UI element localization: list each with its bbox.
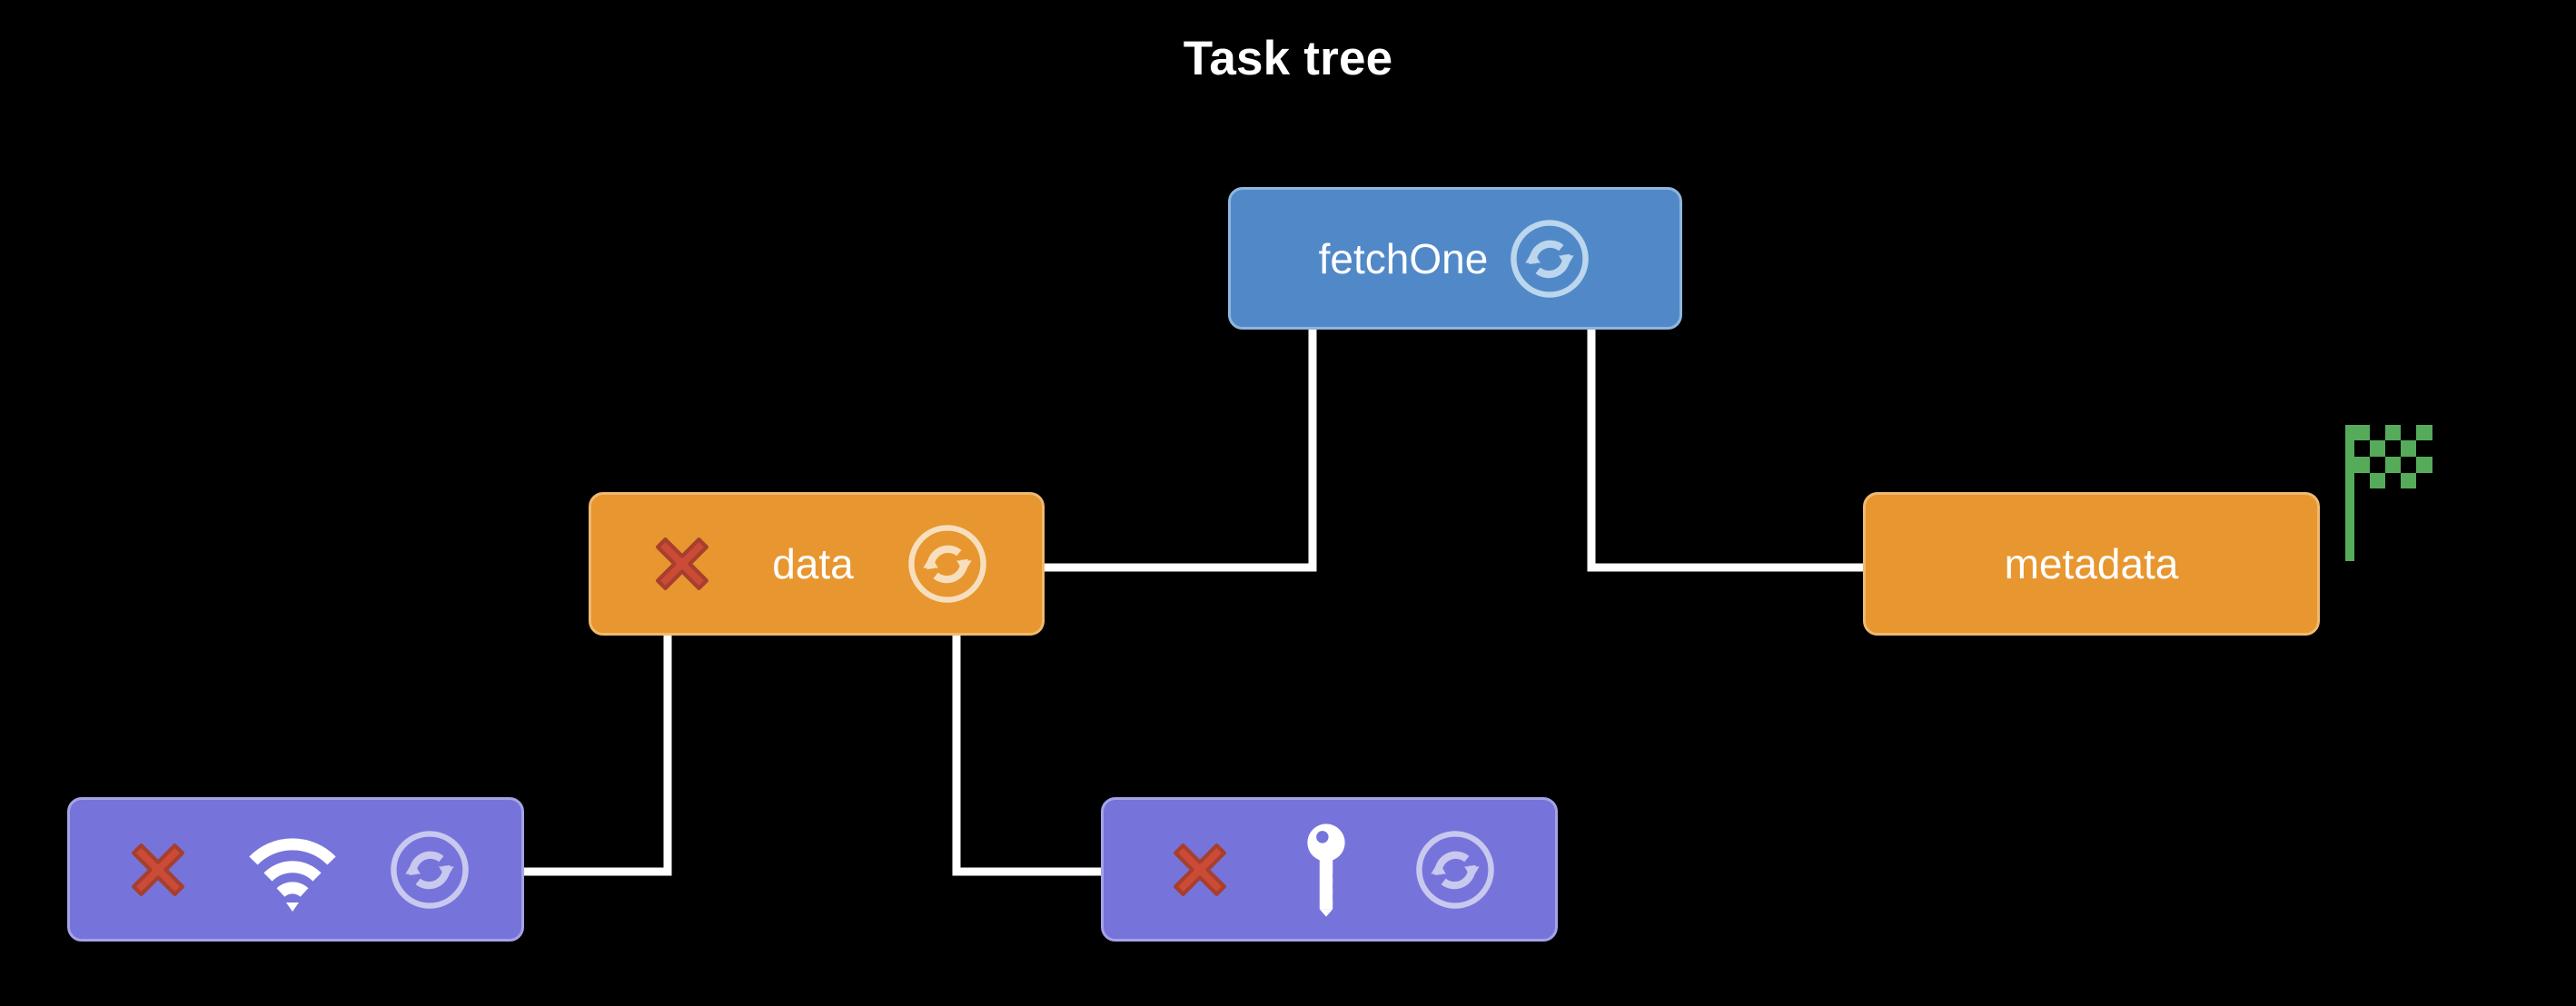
error-x-icon <box>120 832 196 908</box>
error-x-icon <box>644 526 720 602</box>
wifi-icon <box>247 824 338 915</box>
error-x-icon <box>1162 832 1238 908</box>
node-data[interactable]: data <box>589 492 1045 636</box>
edge-fetchone-metadata <box>1587 330 1863 572</box>
node-metadata[interactable]: metadata <box>1863 492 2320 636</box>
page-title: Task tree <box>1183 32 1393 85</box>
sync-icon <box>906 522 989 606</box>
node-fetchone[interactable]: fetchOne <box>1228 187 1682 330</box>
sync-icon <box>388 828 471 912</box>
node-data-label: data <box>772 540 854 587</box>
edge-data-wifi <box>524 636 672 876</box>
edge-fetchone-data <box>1045 330 1317 572</box>
node-key[interactable] <box>1101 797 1558 942</box>
key-icon <box>1297 823 1355 917</box>
sync-icon <box>1508 217 1591 301</box>
node-metadata-label: metadata <box>2004 540 2179 587</box>
checkered-flag-icon <box>2345 425 2432 561</box>
node-fetchone-label: fetchOne <box>1318 234 1489 282</box>
edge-data-key <box>952 636 1101 876</box>
node-wifi[interactable] <box>67 797 524 942</box>
sync-icon <box>1413 828 1497 912</box>
